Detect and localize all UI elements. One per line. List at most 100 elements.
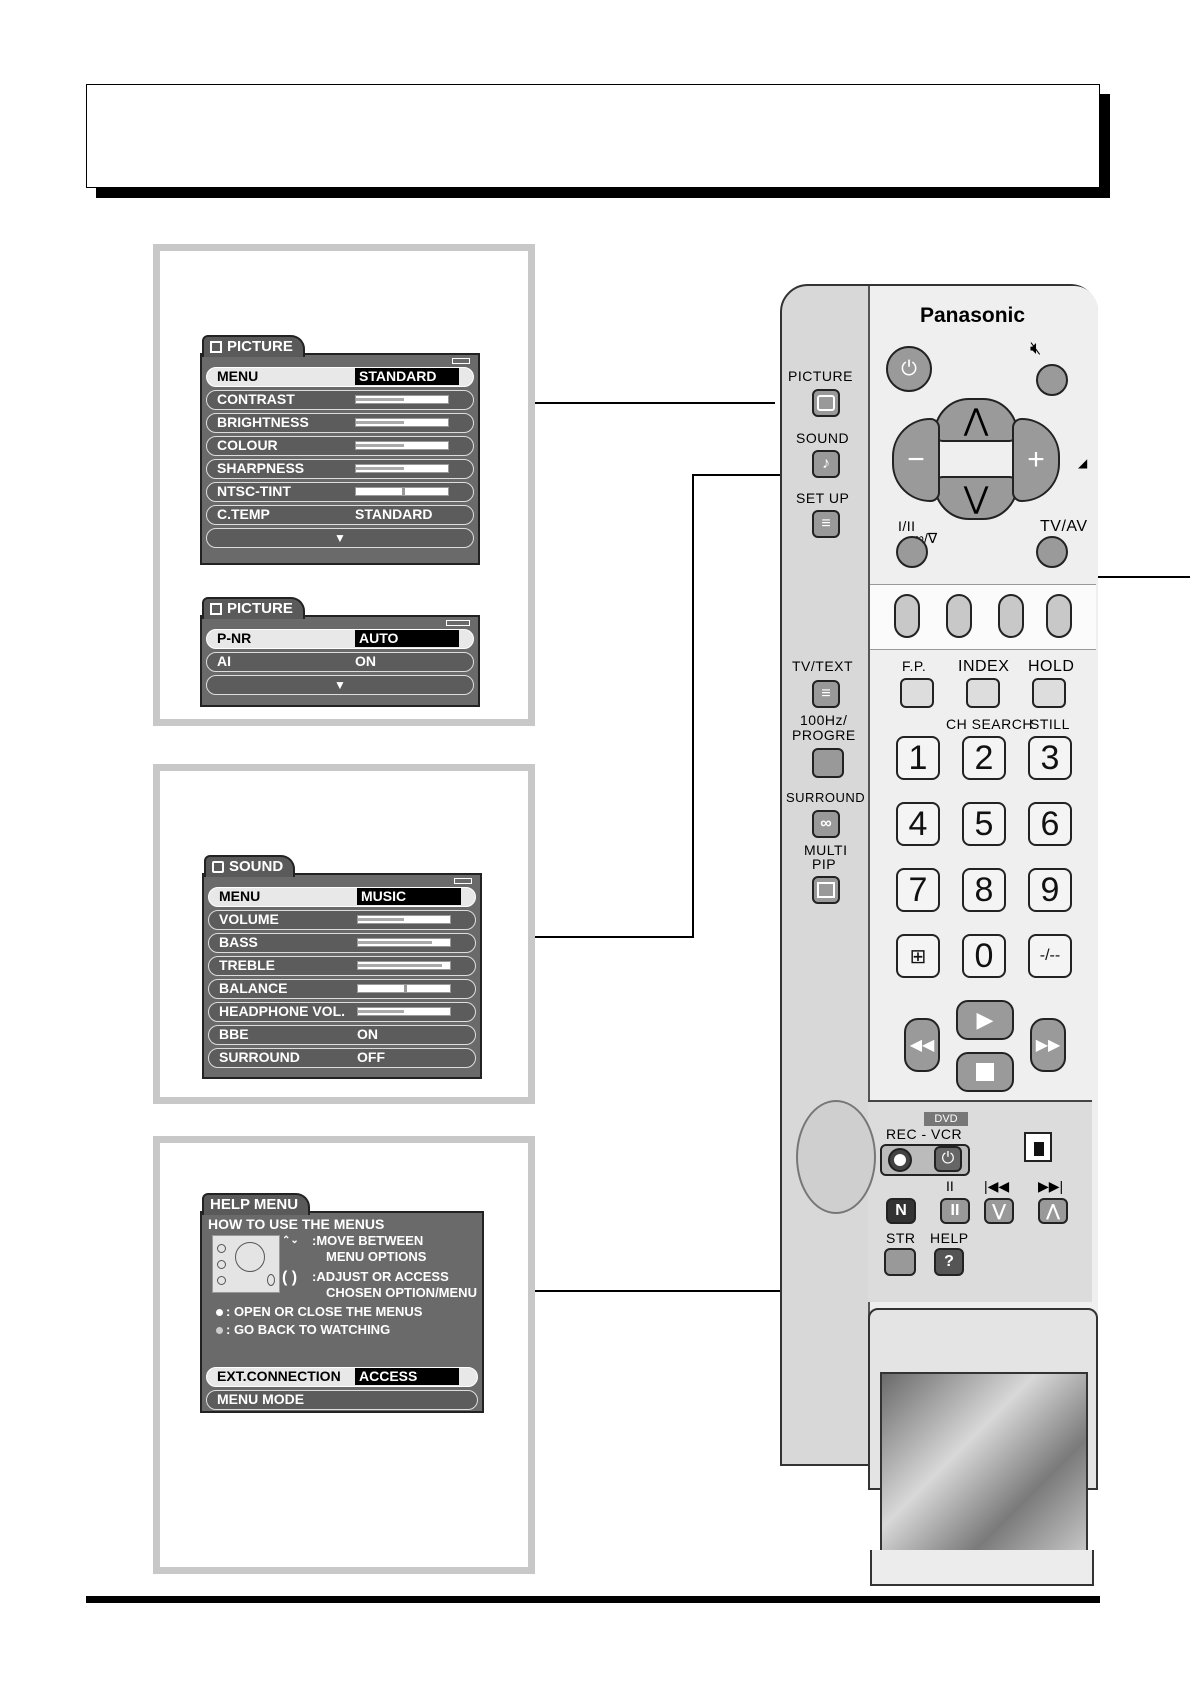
index-button[interactable]	[966, 678, 1000, 708]
surround-icon: ∞	[820, 815, 832, 832]
setup-button[interactable]: ≡	[812, 510, 840, 538]
rewind-icon: ◀◀	[909, 1037, 935, 1054]
str-button[interactable]	[884, 1248, 916, 1276]
help-panel: HELP MENU HOW TO USE THE MENUS ⌃⌄ :MOVE …	[153, 1136, 535, 1574]
multi-pip-button[interactable]	[812, 876, 840, 904]
number-2-button[interactable]: 2	[962, 736, 1006, 780]
picture-button[interactable]	[812, 389, 840, 417]
up-button[interactable]: ⋀	[934, 398, 1018, 442]
text-icon: ≡	[821, 685, 831, 702]
cover-bottom	[870, 1550, 1094, 1586]
vcr-power-button[interactable]: ⏻	[934, 1146, 962, 1172]
page-indicator	[454, 878, 472, 884]
channel-down-button[interactable]: ⋁	[984, 1198, 1014, 1224]
music-note-icon: ♪	[822, 455, 830, 472]
number-9-button[interactable]: 9	[1028, 868, 1072, 912]
connector-help	[535, 1290, 945, 1292]
fp-button[interactable]	[900, 678, 934, 708]
plus-button[interactable]: +	[1012, 418, 1060, 502]
number-6-button[interactable]: 6	[1028, 802, 1072, 846]
digit-mode-button[interactable]: -/--	[1028, 934, 1072, 978]
yellow-button[interactable]	[998, 594, 1024, 638]
dot-icon	[267, 1274, 275, 1286]
stop-icon	[976, 1063, 994, 1081]
stop-button[interactable]	[956, 1052, 1014, 1092]
sharpness-row[interactable]: SHARPNESS	[206, 459, 474, 479]
balance-bar	[357, 984, 451, 993]
help-menu: HELP MENU HOW TO USE THE MENUS ⌃⌄ :MOVE …	[200, 1193, 484, 1413]
power-button[interactable]: ⏻	[886, 346, 932, 392]
channel-up-button[interactable]: ⋀	[1038, 1198, 1068, 1224]
connector-sound-h2	[692, 474, 784, 476]
contrast-row[interactable]: CONTRAST	[206, 390, 474, 410]
record-button[interactable]	[888, 1148, 912, 1172]
n-button[interactable]: N	[886, 1198, 916, 1224]
brightness-row[interactable]: BRIGHTNESS	[206, 413, 474, 433]
bass-row[interactable]: BASS	[208, 933, 476, 953]
skip-back-icon: |◀◀	[984, 1178, 1010, 1194]
number-8-button[interactable]: 8	[962, 868, 1006, 912]
sound-button[interactable]: ♪	[812, 450, 840, 478]
treble-bar	[357, 961, 451, 970]
tv-av-button[interactable]	[1036, 536, 1068, 568]
sound-menu-tab: SOUND	[204, 855, 296, 877]
pause-button[interactable]: II	[940, 1198, 970, 1224]
connector-sound-h1	[535, 936, 693, 938]
help-heading: HOW TO USE THE MENUS	[208, 1216, 385, 1232]
plus-icon: +	[1027, 443, 1045, 476]
dvd-vcr-switch[interactable]	[1024, 1132, 1052, 1162]
number-5-button[interactable]: 5	[962, 802, 1006, 846]
rewind-button[interactable]: ◀◀	[904, 1018, 940, 1072]
dot-icon	[217, 1244, 226, 1253]
surround-button[interactable]: ∞	[812, 810, 840, 838]
number-1-button[interactable]: 1	[896, 736, 940, 780]
minus-icon: −	[907, 443, 925, 476]
bottom-rule	[86, 1596, 1100, 1603]
headphone-vol-row[interactable]: HEADPHONE VOL.	[208, 1002, 476, 1022]
exit-dot-icon	[216, 1327, 223, 1334]
power-icon: ⏻	[901, 357, 917, 380]
menu-mode-row[interactable]: MENU MODE	[206, 1390, 478, 1410]
help-button[interactable]: ?	[934, 1248, 964, 1276]
number-7-button[interactable]: 7	[896, 868, 940, 912]
volume-row[interactable]: VOLUME	[208, 910, 476, 930]
number-4-button[interactable]: 4	[896, 802, 940, 846]
picture-icon	[210, 341, 222, 353]
pointer-mark-icon: ◢	[1078, 456, 1088, 470]
mute-button[interactable]	[1036, 364, 1068, 396]
info-button[interactable]: ⊞	[896, 934, 940, 978]
hold-button[interactable]	[1032, 678, 1066, 708]
100hz-button[interactable]	[812, 748, 844, 778]
up-down-icon: ⌃⌄	[282, 1235, 299, 1246]
play-button[interactable]: ▶	[956, 1000, 1014, 1040]
more-down-row[interactable]: ▼	[206, 528, 474, 548]
balance-row[interactable]: BALANCE	[208, 979, 476, 999]
colour-row[interactable]: COLOUR	[206, 436, 474, 456]
picture-icon	[210, 603, 222, 615]
blue-button[interactable]	[1046, 594, 1072, 638]
ntsc-tint-row[interactable]: NTSC-TINT	[206, 482, 474, 502]
number-0-button[interactable]: 0	[962, 934, 1006, 978]
connector-picture	[535, 402, 775, 404]
green-button[interactable]	[946, 594, 972, 638]
mute-icon: 🔇︎	[1030, 338, 1042, 358]
more-down-row[interactable]: ▼	[206, 675, 474, 695]
pause-icon: II	[950, 1202, 960, 1219]
number-3-button[interactable]: 3	[1028, 736, 1072, 780]
tv-text-button[interactable]: ≡	[812, 680, 840, 708]
mono-button[interactable]	[896, 536, 928, 568]
fast-forward-button[interactable]: ▶▶	[1030, 1018, 1066, 1072]
red-button[interactable]	[894, 594, 920, 638]
dot-icon	[217, 1276, 226, 1285]
treble-row[interactable]: TREBLE	[208, 956, 476, 976]
page-indicator	[452, 358, 470, 364]
